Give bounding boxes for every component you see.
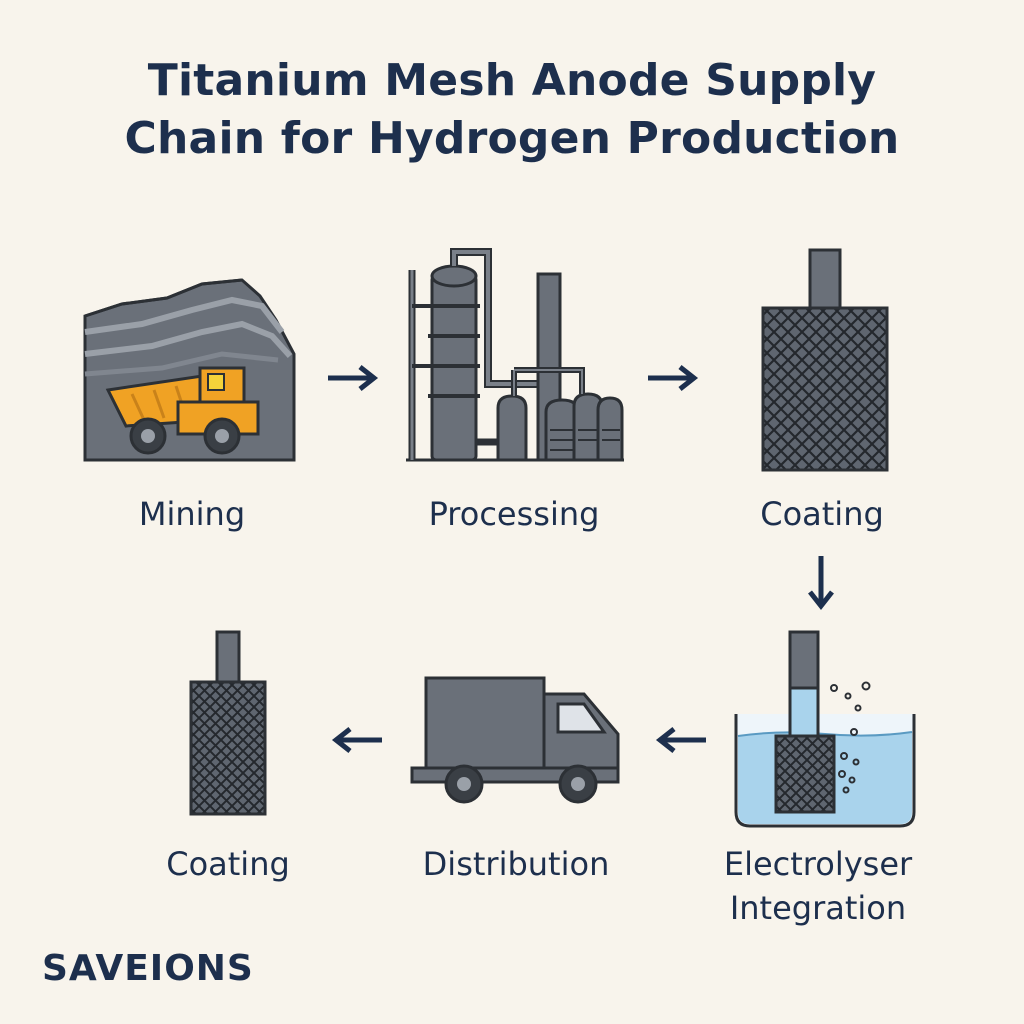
brand-logo: SAVEIONS: [42, 948, 254, 989]
arrow-left-icon: [655, 727, 706, 753]
refinery-icon: [406, 248, 624, 462]
step-label-processing: Processing: [428, 495, 600, 533]
title-line-1: Titanium Mesh Anode Supply: [147, 55, 877, 106]
title-line-2: Chain for Hydrogen Production: [124, 113, 900, 164]
step-label-coating-final: Coating: [166, 845, 290, 883]
electrolyser-icon: [734, 630, 916, 828]
mining-icon: [83, 278, 296, 462]
step-label-electrolyser: Electrolyser Integration: [696, 842, 940, 930]
arrow-right-icon: [328, 365, 379, 391]
arrow-left-icon: [331, 727, 382, 753]
step-label-mining: Mining: [138, 495, 246, 533]
mesh-anode-icon: [189, 630, 267, 816]
step-label-electrolyser-line-1: Electrolyser: [723, 845, 913, 883]
truck-icon: [410, 676, 620, 804]
arrow-right-icon: [648, 365, 699, 391]
page-title: Titanium Mesh Anode Supply Chain for Hyd…: [0, 52, 1024, 168]
mesh-anode-icon: [761, 248, 889, 472]
step-label-coating: Coating: [760, 495, 884, 533]
step-label-electrolyser-line-2: Integration: [729, 889, 907, 927]
step-label-distribution: Distribution: [422, 845, 610, 883]
arrow-down-icon: [808, 556, 834, 611]
